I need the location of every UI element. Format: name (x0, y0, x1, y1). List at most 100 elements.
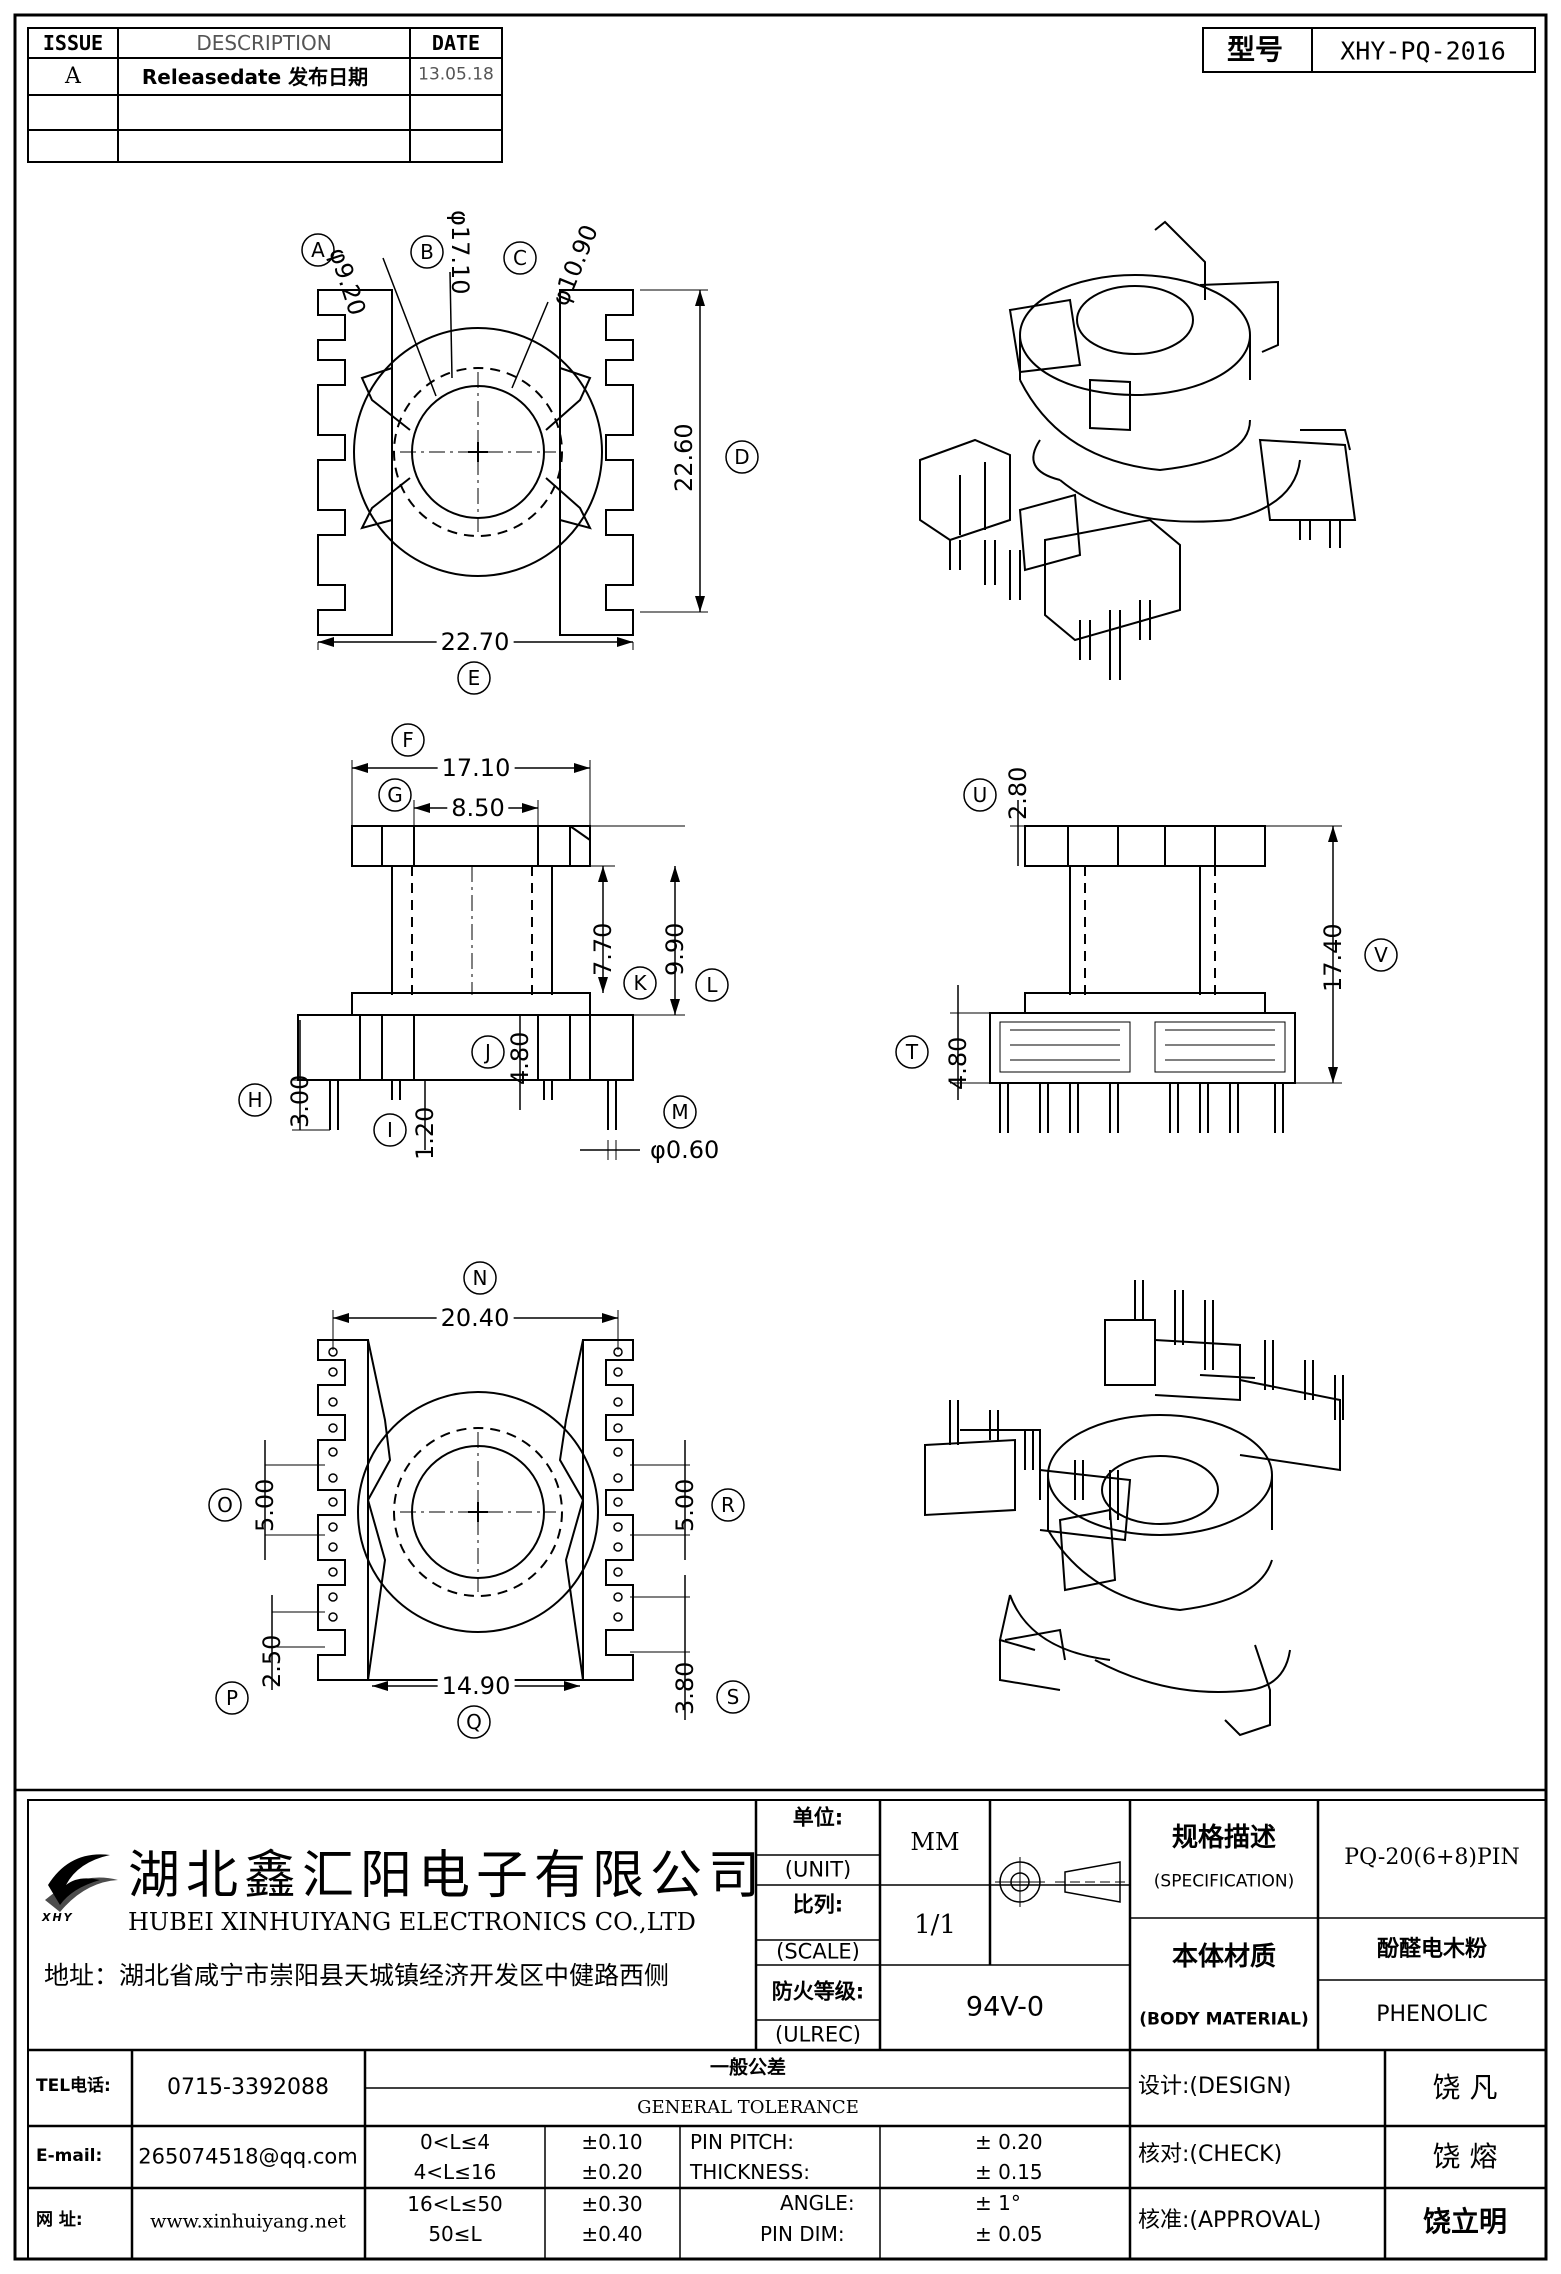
web-value: www.xinhuiyang.net (150, 2210, 346, 2233)
unit-label-cn: 单位: (792, 1805, 844, 1830)
top-view (301, 233, 759, 695)
bubble-p: P (225, 1686, 239, 1710)
dim-h: 3.00 (286, 1074, 314, 1128)
dim-v: 17.40 (1319, 923, 1347, 992)
dim-m: φ0.60 (650, 1136, 720, 1164)
rev-header-description: DESCRIPTION (196, 31, 332, 55)
unit-value: MM (910, 1828, 960, 1856)
bubble-m: M (671, 1100, 689, 1124)
check-label: 核对:(CHECK) (1138, 2142, 1283, 2167)
spec-angle-tol: ± 1° (975, 2191, 1021, 2215)
tol-value-0: ±0.10 (581, 2130, 643, 2154)
bubble-i: I (387, 1118, 393, 1142)
title-block-grid (15, 1788, 1547, 2260)
model-value: XHY-PQ-2016 (1340, 36, 1506, 66)
rev-row-description: Releasedate 发布日期 (141, 65, 369, 89)
iso-view-2 (924, 1280, 1344, 1737)
dim-o: 5.00 (251, 1478, 279, 1532)
dim-s: 3.80 (671, 1661, 699, 1715)
rev-header-issue: ISSUE (42, 31, 104, 55)
tol-value-2: ±0.30 (581, 2192, 643, 2216)
scale-label-cn: 比列: (792, 1892, 844, 1917)
bubble-g: G (387, 783, 403, 807)
spec-angle: ANGLE: (780, 2191, 855, 2215)
dim-f: 17.10 (437, 756, 515, 780)
bubble-e: E (467, 666, 481, 690)
dim-u: 2.80 (1004, 766, 1032, 820)
bubble-l: L (706, 973, 718, 997)
spec-label-cn: 规格描述 (1171, 1823, 1277, 1853)
bubble-a: A (311, 238, 325, 262)
email-label: E-mail: (36, 2146, 103, 2166)
dim-q: 14.90 (437, 1674, 515, 1698)
approval-name: 饶立明 (1422, 2205, 1508, 2238)
spec-pin-dim: PIN DIM: (760, 2222, 845, 2246)
tol-range-0: 0<L≤4 (419, 2130, 491, 2154)
company-name-cn: 湖北鑫汇阳电子有限公司 (128, 1846, 767, 1906)
scale-label-en: (SCALE) (776, 1939, 860, 1964)
dim-t: 4.80 (944, 1036, 972, 1090)
company-address: 地址：湖北省咸宁市崇阳县天城镇经济开发区中健路西侧 (44, 1961, 670, 1990)
tol-range-2: 16<L≤50 (407, 2192, 503, 2216)
ulrec-value: 94V-0 (965, 1991, 1045, 2023)
tol-range-3: 50≤L (428, 2222, 482, 2246)
bubble-o: O (217, 1493, 233, 1517)
web-label: 网 址: (36, 2210, 83, 2230)
bubble-c: C (513, 246, 527, 270)
bubble-d: D (734, 445, 750, 469)
tol-range-1: 4<L≤16 (413, 2160, 497, 2184)
rev-row-date: 13.05.18 (418, 64, 494, 85)
company-name-en: HUBEI XINHUIYANG ELECTRONICS CO.,LTD (128, 1908, 696, 1936)
spec-pin-pitch-tol: ± 0.20 (975, 2130, 1043, 2154)
unit-label-en: (UNIT) (784, 1857, 852, 1882)
bubble-b: B (420, 240, 434, 264)
spec-label-en: (SPECIFICATION) (1153, 1871, 1295, 1892)
dim-b: φ17.10 (446, 210, 474, 295)
spec-pin-pitch: PIN PITCH: (690, 2130, 795, 2154)
ulrec-label-en: (ULREC) (775, 2022, 861, 2047)
bottom-view (208, 1261, 750, 1739)
front-view (238, 723, 729, 1160)
company-logo (45, 1854, 118, 1912)
side-view (895, 778, 1398, 1133)
rev-header-date: DATE (431, 31, 481, 55)
check-name: 饶 熔 (1432, 2140, 1498, 2173)
dim-d: 22.60 (670, 423, 698, 492)
bubble-s: S (726, 1685, 740, 1709)
dim-g: 8.50 (447, 796, 509, 820)
dim-i: 1.20 (411, 1106, 439, 1160)
dim-r: 5.00 (671, 1478, 699, 1532)
ulrec-label-cn: 防火等级: (771, 1979, 865, 2004)
material-value-en: PHENOLIC (1376, 2002, 1488, 2027)
dim-n: 20.40 (436, 1306, 514, 1330)
iso-view-1 (919, 220, 1357, 680)
approval-label: 核准:(APPROVAL) (1138, 2208, 1322, 2233)
material-label-cn: 本体材质 (1171, 1942, 1277, 1972)
tolerance-title-en: GENERAL TOLERANCE (637, 2097, 859, 2118)
rev-row-issue: A (65, 64, 81, 89)
dim-p: 2.50 (258, 1634, 286, 1688)
design-label: 设计:(DESIGN) (1138, 2074, 1292, 2099)
material-value-cn: 酚醛电木粉 (1376, 1937, 1488, 1962)
design-name: 饶 凡 (1432, 2071, 1498, 2104)
tol-value-1: ±0.20 (581, 2160, 643, 2184)
tel-value: 0715-3392088 (167, 2075, 329, 2100)
tolerance-title-cn: 一般公差 (709, 2056, 787, 2079)
email-value: 265074518@qq.com (138, 2144, 358, 2169)
bubble-t: T (905, 1040, 919, 1064)
model-label: 型号 (1226, 33, 1284, 66)
bubble-j: J (485, 1040, 491, 1064)
spec-pin-dim-tol: ± 0.05 (975, 2222, 1043, 2246)
bubble-f: F (402, 728, 414, 752)
dim-j: 4.80 (506, 1031, 534, 1085)
dim-l: 9.90 (661, 922, 689, 976)
tol-value-3: ±0.40 (581, 2222, 643, 2246)
bubble-n: N (472, 1266, 488, 1290)
bubble-k: K (633, 971, 647, 995)
spec-thickness-tol: ± 0.15 (975, 2160, 1043, 2184)
company-logo-text: XHY (42, 1911, 74, 1924)
revision-table-grid (27, 27, 503, 163)
dim-e: 22.70 (436, 630, 514, 654)
bubble-v: V (1374, 943, 1388, 967)
